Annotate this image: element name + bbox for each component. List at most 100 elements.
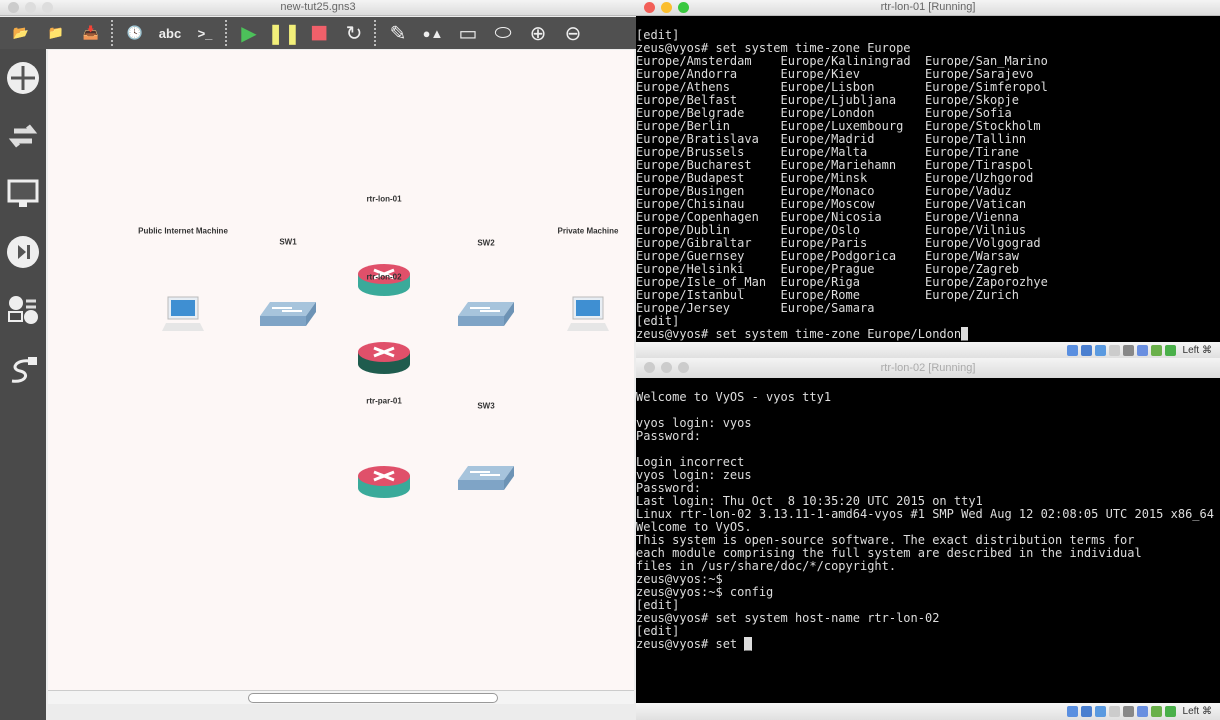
add-note-button[interactable]: ✎ — [383, 19, 413, 47]
toolbar: 📂📁📥 🕓abc>_ ▶❚❚■ ↻ ✎●▲▭ ⬭ ⊕⊖ — [0, 16, 636, 49]
console-line: zeus@vyos# set system host-name rtr-lon-… — [636, 611, 940, 625]
start-all-button[interactable]: ▶ — [234, 19, 264, 47]
timezone-row: Europe/Busingen Europe/Monaco Europe/Vad… — [636, 185, 1220, 198]
vm1-minimize-button[interactable] — [661, 2, 672, 13]
console-line: [edit] — [636, 314, 680, 328]
node-rtr-lon-02[interactable] — [356, 338, 412, 383]
sidebar-end-devices-button[interactable] — [0, 165, 46, 223]
close-button[interactable] — [8, 2, 19, 13]
timezone-entry: Europe/Budapest — [636, 171, 781, 185]
show-interface-labels-button[interactable]: abc — [155, 19, 185, 47]
console-line: This system is open-source software. The… — [636, 533, 1135, 547]
optical-drive-icon[interactable] — [1080, 344, 1092, 356]
timezone-entry: Europe/Copenhagen — [636, 210, 781, 224]
routers-icon — [7, 62, 39, 94]
timezone-row: Europe/Brussels Europe/Malta Europe/Tira… — [636, 146, 1220, 159]
draw-ellipse-button[interactable]: ⬭ — [488, 19, 518, 47]
console-line: Login incorrect — [636, 455, 745, 469]
node-rtr-lon-01[interactable] — [356, 260, 412, 305]
node-sw3[interactable] — [456, 462, 516, 499]
console-line: zeus@vyos# set system time-zone Europe — [636, 41, 911, 55]
display-icon[interactable] — [1136, 344, 1148, 356]
scrollbar-thumb[interactable] — [248, 693, 498, 703]
vm2-titlebar: rtr-lon-02 [Running] — [636, 358, 1220, 378]
end-devices-icon — [7, 179, 39, 207]
timezone-entry: Europe/Samara — [780, 301, 925, 315]
console-line: [edit] — [636, 598, 680, 612]
timezone-entry: Europe/Guernsey — [636, 249, 781, 263]
node-private-machine[interactable] — [563, 295, 613, 340]
vm1-close-button[interactable] — [644, 2, 655, 13]
snapshot-clock-button[interactable]: 🕓 — [120, 19, 150, 47]
console-button[interactable]: >_ — [190, 19, 220, 47]
node-public-internet-machine[interactable] — [158, 295, 208, 340]
vm2-zoom-button[interactable] — [678, 362, 689, 373]
mouse-integration-icon[interactable] — [1164, 344, 1176, 356]
timezone-entry: Europe/Stockholm — [925, 119, 1041, 133]
console-line: files in /usr/share/doc/*/copyright. — [636, 559, 897, 573]
display-icon[interactable] — [1136, 706, 1148, 717]
save-project-button[interactable]: 📥 — [76, 19, 106, 47]
timezone-row: Europe/Helsinki Europe/Prague Europe/Zag… — [636, 263, 1220, 276]
console-line: vyos login: zeus — [636, 468, 752, 482]
network-icon[interactable] — [1094, 706, 1106, 717]
usb-icon[interactable] — [1108, 344, 1120, 356]
sidebar-all-devices-button[interactable] — [0, 281, 46, 339]
timezone-row: Europe/Dublin Europe/Oslo Europe/Vilnius — [636, 224, 1220, 237]
draw-rectangle-button[interactable]: ▭ — [453, 19, 483, 47]
console-line: Last login: Thu Oct 8 10:35:20 UTC 2015 … — [636, 494, 983, 508]
zoom-button[interactable] — [42, 2, 53, 13]
sidebar-routers-button[interactable] — [0, 49, 46, 107]
stop-all-button[interactable]: ■ — [304, 16, 334, 49]
node-sw1[interactable] — [258, 298, 318, 335]
timezone-entry: Europe/Riga — [780, 275, 925, 289]
switch-icon — [458, 302, 514, 326]
hard-disk-icon[interactable] — [1066, 706, 1078, 717]
node-rtr-par-01[interactable] — [356, 462, 412, 507]
timezone-row: Europe/Berlin Europe/Luxembourg Europe/S… — [636, 120, 1220, 133]
optical-drive-icon[interactable] — [1080, 706, 1092, 717]
timezone-entry: Europe/Vilnius — [925, 223, 1027, 237]
suspend-all-button[interactable]: ❚❚ — [267, 19, 301, 47]
open-project-button[interactable]: 📁 — [41, 19, 71, 47]
video-capture-icon[interactable] — [1150, 706, 1162, 717]
timezone-entry: Europe/Vaduz — [925, 184, 1012, 198]
timezone-entry: Europe/Vatican — [925, 197, 1027, 211]
reload-all-button[interactable]: ↻ — [339, 19, 369, 47]
sidebar-add-link-button[interactable] — [0, 339, 46, 397]
usb-icon[interactable] — [1108, 706, 1120, 717]
vm1-zoom-button[interactable] — [678, 2, 689, 13]
new-project-button[interactable]: 📂 — [6, 19, 36, 47]
horizontal-scrollbar[interactable] — [48, 690, 634, 704]
timezone-entry: Europe/Bratislava — [636, 132, 781, 146]
node-sw2[interactable] — [456, 298, 516, 335]
vm1-statusbar: Left ⌘ — [636, 342, 1220, 358]
vm2-close-button[interactable] — [644, 362, 655, 373]
hard-disk-icon[interactable] — [1066, 344, 1078, 356]
timezone-entry: Europe/Isle_of_Man — [636, 275, 781, 289]
vm2-minimize-button[interactable] — [661, 362, 672, 373]
shared-folder-icon[interactable] — [1122, 344, 1134, 356]
minimize-button[interactable] — [25, 2, 36, 13]
draw-ellipse-icon: ⬭ — [494, 21, 512, 44]
cursor: _ — [744, 637, 752, 651]
network-icon[interactable] — [1094, 344, 1106, 356]
node-label: Public Internet Machine — [138, 226, 228, 236]
video-capture-icon[interactable] — [1150, 344, 1162, 356]
zoom-out-button[interactable]: ⊖ — [558, 19, 588, 47]
shared-folder-icon[interactable] — [1122, 706, 1134, 717]
timezone-row: Europe/Athens Europe/Lisbon Europe/Simfe… — [636, 81, 1220, 94]
sidebar-switches-button[interactable] — [0, 107, 46, 165]
gns3-titlebar: new-tut25.gns3 — [0, 0, 636, 16]
computer-icon — [162, 296, 204, 331]
sidebar-security-devices-button[interactable] — [0, 223, 46, 281]
insert-picture-button[interactable]: ●▲ — [418, 19, 448, 47]
mouse-integration-icon[interactable] — [1164, 706, 1176, 717]
vm2-console[interactable]: Welcome to VyOS - vyos tty1 vyos login: … — [636, 378, 1220, 703]
host-key-label: Left ⌘ — [1182, 344, 1212, 356]
reload-all-icon: ↻ — [345, 22, 363, 45]
zoom-in-button[interactable]: ⊕ — [523, 19, 553, 47]
vm1-console[interactable]: [edit] zeus@vyos# set system time-zone Eu… — [636, 16, 1220, 342]
router-icon — [358, 342, 410, 374]
